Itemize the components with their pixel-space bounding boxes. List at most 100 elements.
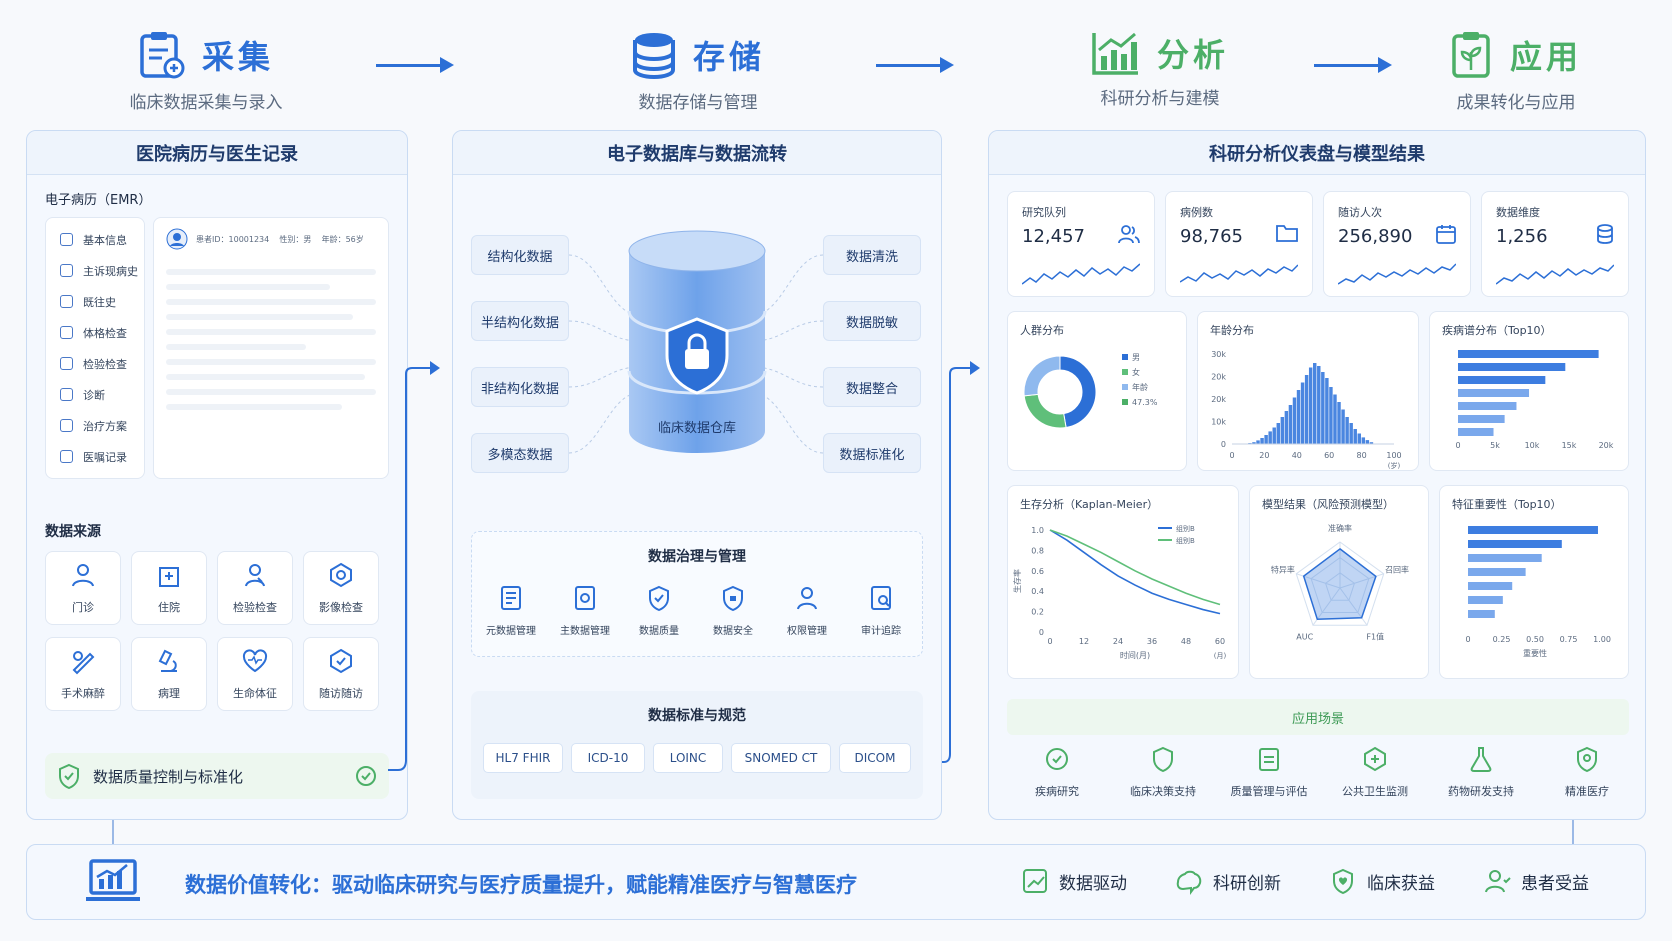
app-label: 疾病研究 [1035, 785, 1079, 798]
donut-slice [1023, 393, 1067, 429]
gov-security[interactable]: 数据安全 [698, 584, 768, 637]
legend-label: 女 [1132, 367, 1140, 377]
input-unstructured[interactable]: 非结构化数据 [471, 367, 569, 407]
kpi-card[interactable]: 随访人次 256,890 [1323, 191, 1471, 297]
emr-item[interactable]: 治疗方案 [46, 410, 144, 441]
kpi-card[interactable]: 数据维度 1,256 [1481, 191, 1629, 297]
history-icon [60, 295, 73, 308]
standard-snomed[interactable]: SNOMED CT [731, 743, 831, 773]
stage-apply: 应用 成果转化与应用 [1406, 30, 1626, 113]
network-icon [575, 586, 595, 610]
app-public-health[interactable]: 公共卫生监测 [1325, 745, 1425, 799]
apps-title-bar: 应用场景 [1007, 699, 1629, 735]
emr-item[interactable]: 基本信息 [46, 224, 144, 255]
x-tick-label: 60 [1324, 451, 1334, 460]
legend-swatch [1122, 384, 1128, 390]
source-pathology[interactable]: 病理 [131, 637, 207, 711]
histogram-bar [1276, 423, 1280, 444]
emr-item-label: 诊断 [83, 388, 105, 402]
source-label: 随访随访 [319, 687, 363, 700]
radar-label: 准确率 [1328, 523, 1352, 533]
standard-hl7[interactable]: HL7 FHIR [483, 743, 563, 773]
histogram-bar [1260, 438, 1264, 444]
source-vitals[interactable]: 生命体征 [217, 637, 293, 711]
app-disease-research[interactable]: 疾病研究 [1007, 745, 1107, 799]
panel-title: 科研分析仪表盘与模型结果 [989, 131, 1645, 175]
kpi-card[interactable]: 研究队列 12,457 [1007, 191, 1155, 297]
source-followup[interactable]: 随访随访 [303, 637, 379, 711]
source-imaging[interactable]: 影像检查 [303, 551, 379, 625]
feature-bar [1468, 610, 1495, 618]
check-circle-icon [356, 766, 376, 786]
gov-permission[interactable]: 权限管理 [772, 584, 842, 637]
histogram-bar [1300, 382, 1305, 444]
standard-loinc[interactable]: LOINC [653, 743, 723, 773]
output-integration[interactable]: 数据整合 [823, 367, 921, 407]
emr-item[interactable]: 检验检查 [46, 348, 144, 379]
emr-menu: 基本信息 主诉现病史 既往史 体格检查 检验检查 诊断 治疗方案 医嘱记录 [45, 217, 145, 479]
histogram-bar [1304, 375, 1309, 444]
input-semistructured[interactable]: 半结构化数据 [471, 301, 569, 341]
text-line [166, 374, 365, 380]
emr-item[interactable]: 诊断 [46, 379, 144, 410]
source-inpatient[interactable]: 住院 [131, 551, 207, 625]
histogram-bar [1256, 440, 1260, 444]
app-precision-medicine[interactable]: 精准医疗 [1537, 745, 1637, 799]
emr-item[interactable]: 主诉现病史 [46, 255, 144, 286]
document-icon [501, 586, 521, 610]
app-quality-management[interactable]: 质量管理与评估 [1219, 745, 1319, 799]
gov-metadata[interactable]: 元数据管理 [476, 584, 546, 637]
text-line [166, 299, 376, 305]
value-banner: 数据价值转化：驱动临床研究与医疗质量提升，赋能精准医疗与智慧医疗 数据驱动 科研… [26, 844, 1646, 920]
chart-title: 模型结果（风险预测模型） [1262, 498, 1394, 511]
x-tick-label: 0 [1455, 441, 1460, 450]
histogram-bar [1313, 363, 1317, 444]
radar-label: F1值 [1366, 632, 1384, 642]
microscope-icon [158, 649, 177, 672]
app-drug-development[interactable]: 药物研发支持 [1431, 745, 1531, 799]
source-lab[interactable]: 检验检查 [217, 551, 293, 625]
histogram-bar [1357, 433, 1361, 444]
histogram-bar [1341, 409, 1345, 444]
governance-title: 数据治理与管理 [648, 549, 746, 565]
output-masking[interactable]: 数据脱敏 [823, 301, 921, 341]
histogram-bar [1292, 397, 1297, 444]
output-cleaning[interactable]: 数据清洗 [823, 235, 921, 275]
database-cylinder [627, 230, 767, 453]
histogram-bar [1252, 442, 1256, 444]
x-tick-label: 0.50 [1526, 635, 1544, 644]
x-tick-label: 1.00 [1593, 635, 1611, 644]
emr-item-label: 医嘱记录 [83, 450, 127, 464]
lab-person-icon [245, 564, 265, 587]
input-multimodal[interactable]: 多模态数据 [471, 433, 569, 473]
source-surgery[interactable]: 手术麻醉 [45, 637, 121, 711]
folder-icon [1276, 225, 1298, 242]
gov-quality[interactable]: 数据质量 [624, 584, 694, 637]
input-structured[interactable]: 结构化数据 [471, 235, 569, 275]
x-tick-label: 0 [1229, 451, 1234, 460]
emr-item[interactable]: 既往史 [46, 286, 144, 317]
text-line [166, 344, 307, 350]
gov-masterdata[interactable]: 主数据管理 [550, 584, 620, 637]
app-decision-support[interactable]: 临床决策支持 [1113, 745, 1213, 799]
kpi-card[interactable]: 病例数 98,765 [1165, 191, 1313, 297]
quality-bar[interactable]: 数据质量控制与标准化 [45, 753, 389, 799]
emr-item[interactable]: 体格检查 [46, 317, 144, 348]
y-tick-label: 10k [1211, 418, 1226, 427]
gov-audit[interactable]: 审计追踪 [846, 584, 916, 637]
y-tick-label: 30k [1211, 350, 1226, 359]
source-outpatient[interactable]: 门诊 [45, 551, 121, 625]
output-standardize[interactable]: 数据标准化 [823, 433, 921, 473]
standard-icd10[interactable]: ICD-10 [571, 743, 645, 773]
emr-item[interactable]: 医嘱记录 [46, 441, 144, 472]
x-tick-label: 80 [1357, 451, 1367, 460]
standard-dicom[interactable]: DICOM [839, 743, 911, 773]
x-tick-label: 0.75 [1560, 635, 1578, 644]
emr-item-label: 主诉现病史 [83, 264, 138, 278]
scalpel-icon [72, 651, 95, 675]
audit-icon [871, 586, 891, 610]
